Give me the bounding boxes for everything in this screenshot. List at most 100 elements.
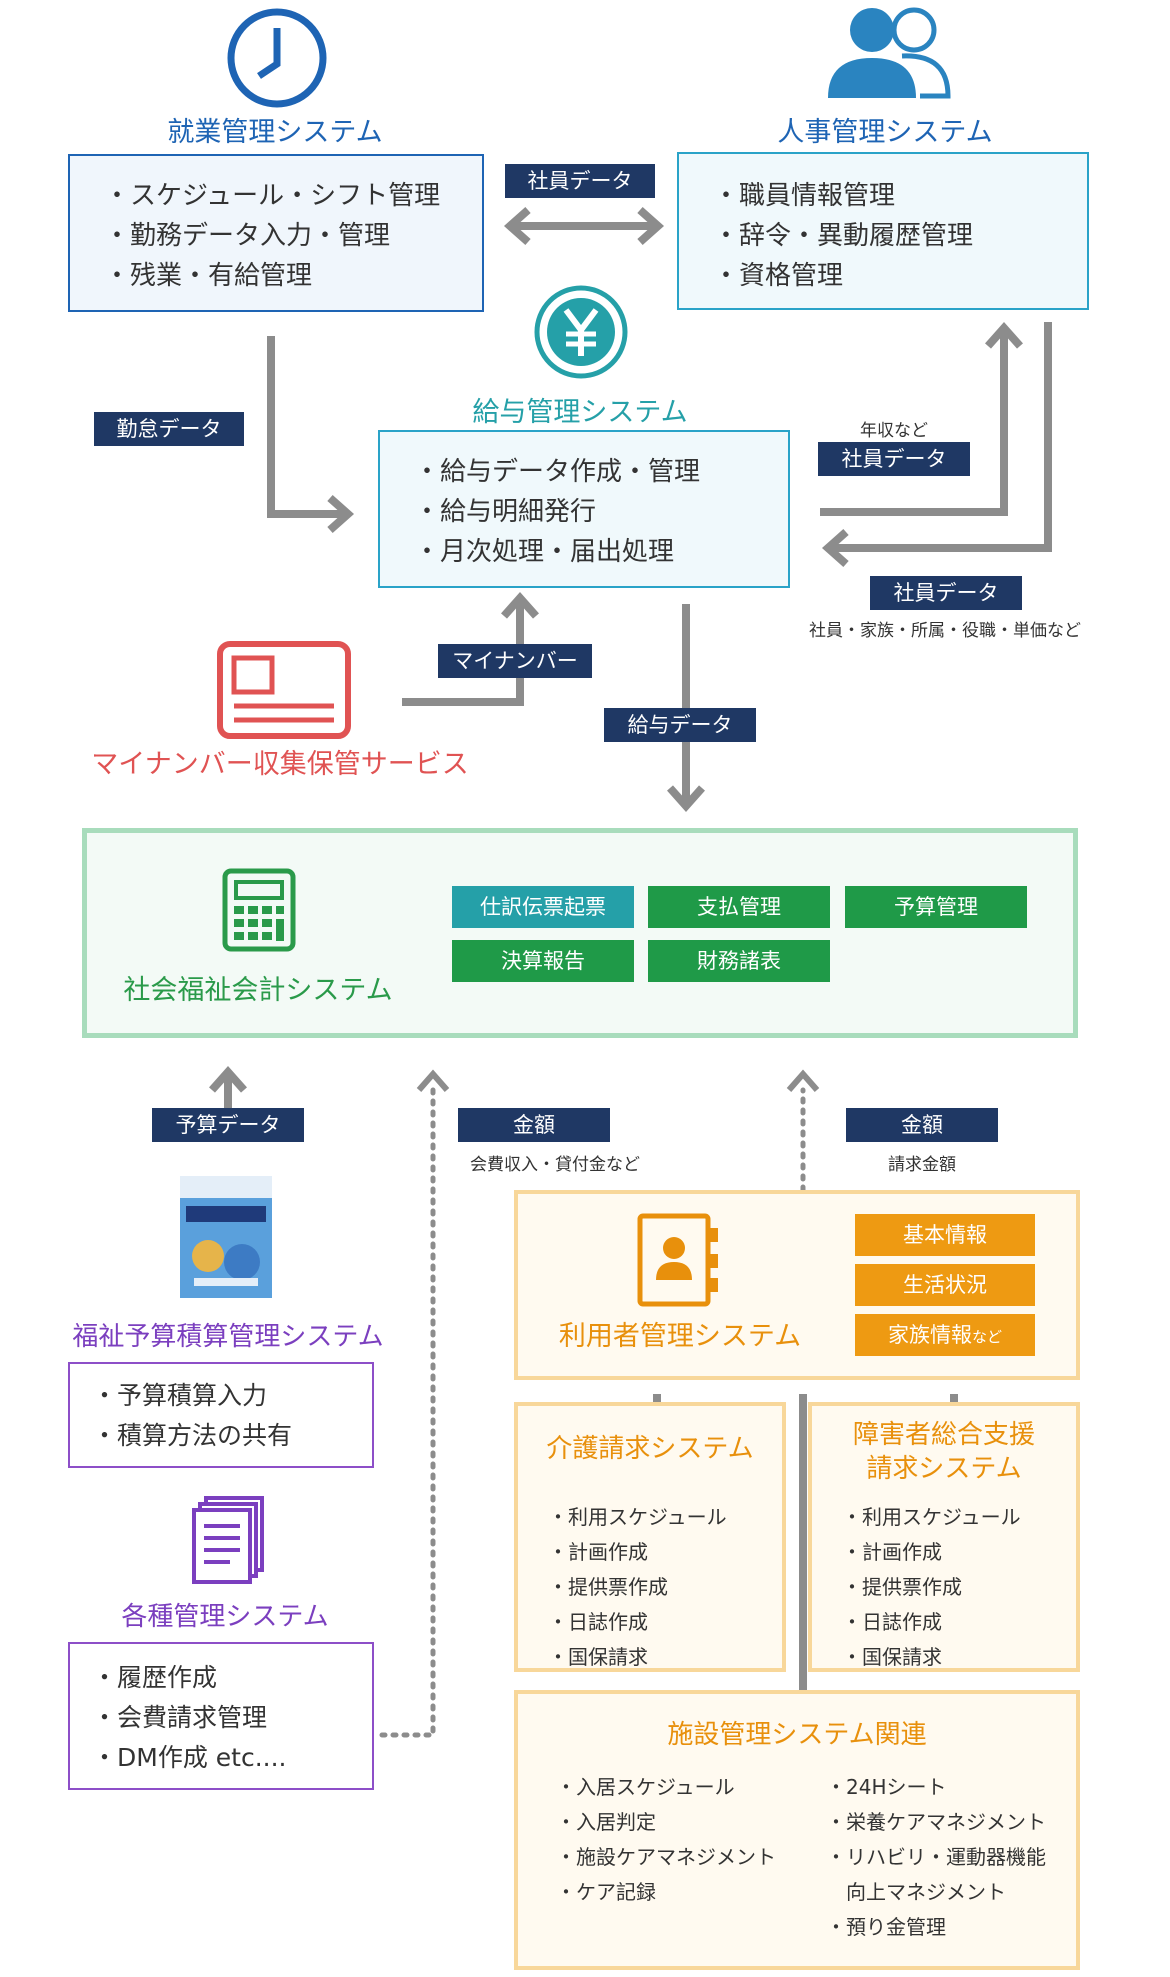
user-mgmt-title: 利用者管理システム bbox=[558, 1321, 802, 1352]
badge-family-suffix: など bbox=[971, 1328, 1002, 1346]
hr-box: ・職員情報管理 ・辞令・異動履歴管理 ・資格管理 bbox=[677, 152, 1089, 310]
badge-family-label: 家族情報 bbox=[887, 1323, 972, 1347]
facility-list-left: ・入居スケジュール ・入居判定 ・施設ケアマネジメント ・ケア記録 bbox=[556, 1770, 776, 1910]
list-item: ・国保請求 bbox=[548, 1645, 648, 1669]
various-title: 各種管理システム bbox=[121, 1602, 329, 1632]
id-card-icon bbox=[217, 641, 351, 739]
list-item: ・給与明細発行 bbox=[414, 497, 597, 527]
amount-right-note: 請求金額 bbox=[888, 1155, 956, 1175]
attendance-to-payroll-arrow bbox=[267, 336, 355, 533]
employee-detail-note: 社員・家族・所属・役職・単価など bbox=[809, 621, 1081, 641]
mynumber-title: マイナンバー収集保管サービス bbox=[91, 749, 469, 780]
amount-tag-left: 金額 bbox=[458, 1108, 610, 1142]
double-arrow bbox=[503, 207, 665, 245]
attendance-list: ・スケジュール・シフト管理 ・勤務データ入力・管理 ・残業・有給管理 bbox=[104, 176, 440, 296]
list-item: ・預り金管理 bbox=[826, 1915, 946, 1939]
care-billing-box: 介護請求システム ・利用スケジュール ・計画作成 ・提供票作成 ・日誌作成 ・国… bbox=[514, 1402, 786, 1672]
calculator-icon bbox=[222, 868, 296, 952]
list-item: ・日誌作成 bbox=[548, 1610, 648, 1634]
budget-box: ・予算積算入力 ・積算方法の共有 bbox=[68, 1362, 374, 1468]
payroll-to-hr-arrow bbox=[820, 321, 1023, 516]
payroll-title: 給与管理システム bbox=[472, 397, 688, 428]
list-item: ・日誌作成 bbox=[842, 1610, 942, 1634]
list-item: ・月次処理・届出処理 bbox=[414, 537, 675, 567]
badge-payment: 支払管理 bbox=[648, 886, 830, 928]
hr-list: ・職員情報管理 ・辞令・異動履歴管理 ・資格管理 bbox=[713, 176, 973, 296]
list-item: ・利用スケジュール bbox=[842, 1505, 1021, 1529]
list-item: ・利用スケジュール bbox=[548, 1505, 727, 1529]
list-item: ・スケジュール・シフト管理 bbox=[104, 181, 441, 211]
attendance-title: 就業管理システム bbox=[167, 117, 383, 148]
payroll-to-accounting-arrow bbox=[667, 604, 705, 813]
badge-family-info: 家族情報など bbox=[855, 1314, 1035, 1356]
badge-budget: 予算管理 bbox=[845, 886, 1027, 928]
attendance-box: ・スケジュール・シフト管理 ・勤務データ入力・管理 ・残業・有給管理 bbox=[68, 154, 484, 312]
hr-to-payroll-arrow bbox=[821, 322, 1052, 567]
badge-journal: 仕訳伝票起票 bbox=[452, 886, 634, 928]
list-item: ・ケア記録 bbox=[556, 1880, 656, 1904]
income-note: 年収など bbox=[860, 421, 928, 441]
yen-icon bbox=[534, 285, 628, 379]
amount-tag-right: 金額 bbox=[846, 1108, 998, 1142]
payroll-list: ・給与データ作成・管理 ・給与明細発行 ・月次処理・届出処理 bbox=[414, 452, 700, 572]
brochure-thumbnail bbox=[180, 1176, 272, 1298]
various-to-accounting-dotted bbox=[379, 1087, 436, 1738]
badge-basic-info: 基本情報 bbox=[855, 1214, 1035, 1256]
care-billing-list: ・利用スケジュール ・計画作成 ・提供票作成 ・日誌作成 ・国保請求 bbox=[548, 1500, 727, 1675]
list-item: ・国保請求 bbox=[842, 1645, 942, 1669]
list-item: ・会費請求管理 bbox=[92, 1703, 268, 1732]
list-item: ・計画作成 bbox=[548, 1540, 648, 1564]
employee-data-tag-down: 社員データ bbox=[870, 576, 1022, 610]
hr-title: 人事管理システム bbox=[777, 117, 993, 148]
list-item: ・リハビリ・運動器機能 bbox=[826, 1845, 1046, 1869]
budget-title: 福祉予算積算管理システム bbox=[72, 1322, 384, 1352]
budget-to-accounting-arrow bbox=[209, 1065, 247, 1112]
various-list: ・履歴作成 ・会費請求管理 ・DM作成 etc.... bbox=[92, 1658, 286, 1778]
list-item: ・積算方法の共有 bbox=[92, 1421, 293, 1450]
budget-list: ・予算積算入力 ・積算方法の共有 bbox=[92, 1376, 292, 1456]
documents-icon bbox=[192, 1496, 264, 1584]
care-billing-title: 介護請求システム bbox=[546, 1434, 754, 1464]
disability-billing-box: 障害者総合支援 請求システム ・利用スケジュール ・計画作成 ・提供票作成 ・日… bbox=[808, 1402, 1080, 1672]
address-book-icon bbox=[637, 1213, 718, 1307]
list-item: ・職員情報管理 bbox=[713, 181, 896, 211]
payroll-box: ・給与データ作成・管理 ・給与明細発行 ・月次処理・届出処理 bbox=[378, 430, 790, 588]
accounting-title: 社会福祉会計システム bbox=[123, 975, 393, 1006]
list-item: ・入居判定 bbox=[556, 1810, 656, 1834]
attendance-data-tag: 勤怠データ bbox=[94, 412, 244, 446]
badge-life-status: 生活状況 bbox=[855, 1264, 1035, 1306]
list-item: ・勤務データ入力・管理 bbox=[104, 221, 391, 251]
list-item: ・提供票作成 bbox=[842, 1575, 962, 1599]
employee-data-tag-top: 社員データ bbox=[505, 164, 655, 198]
budget-data-tag: 予算データ bbox=[152, 1108, 304, 1142]
list-item: ・予算積算入力 bbox=[92, 1381, 268, 1410]
people-icon bbox=[828, 7, 951, 99]
disability-billing-title: 障害者総合支援 請求システム bbox=[812, 1418, 1076, 1486]
clock-icon bbox=[227, 8, 327, 108]
payroll-data-tag: 給与データ bbox=[604, 708, 756, 742]
disability-billing-list: ・利用スケジュール ・計画作成 ・提供票作成 ・日誌作成 ・国保請求 bbox=[842, 1500, 1021, 1675]
list-item: ・DM作成 etc.... bbox=[92, 1743, 287, 1772]
mynumber-to-payroll-arrow bbox=[402, 591, 539, 706]
disability-billing-title-line1: 障害者総合支援 bbox=[852, 1420, 1035, 1450]
list-item: ・24Hシート bbox=[826, 1775, 947, 1799]
list-item: ・給与データ作成・管理 bbox=[414, 457, 701, 487]
list-item: ・提供票作成 bbox=[548, 1575, 668, 1599]
list-item: ・計画作成 bbox=[842, 1540, 942, 1564]
list-item: ・施設ケアマネジメント bbox=[556, 1845, 776, 1869]
list-item: ・栄養ケアマネジメント bbox=[826, 1810, 1046, 1834]
badge-financial: 財務諸表 bbox=[648, 940, 830, 982]
facility-list-right: ・24Hシート ・栄養ケアマネジメント ・リハビリ・運動器機能 向上マネジメント… bbox=[826, 1770, 1046, 1945]
amount-left-note: 会費収入・貸付金など bbox=[470, 1155, 640, 1175]
facility-title: 施設管理システム関連 bbox=[667, 1720, 927, 1750]
list-item: ・残業・有給管理 bbox=[104, 261, 313, 291]
mynumber-tag: マイナンバー bbox=[438, 644, 592, 678]
list-item: ・辞令・異動履歴管理 bbox=[713, 221, 974, 251]
list-item: ・履歴作成 bbox=[92, 1663, 218, 1692]
badge-settlement: 決算報告 bbox=[452, 940, 634, 982]
various-box: ・履歴作成 ・会費請求管理 ・DM作成 etc.... bbox=[68, 1642, 374, 1790]
list-item: ・資格管理 bbox=[713, 261, 844, 291]
disability-billing-title-line2: 請求システム bbox=[866, 1454, 1022, 1484]
list-item: 向上マネジメント bbox=[826, 1880, 1006, 1904]
